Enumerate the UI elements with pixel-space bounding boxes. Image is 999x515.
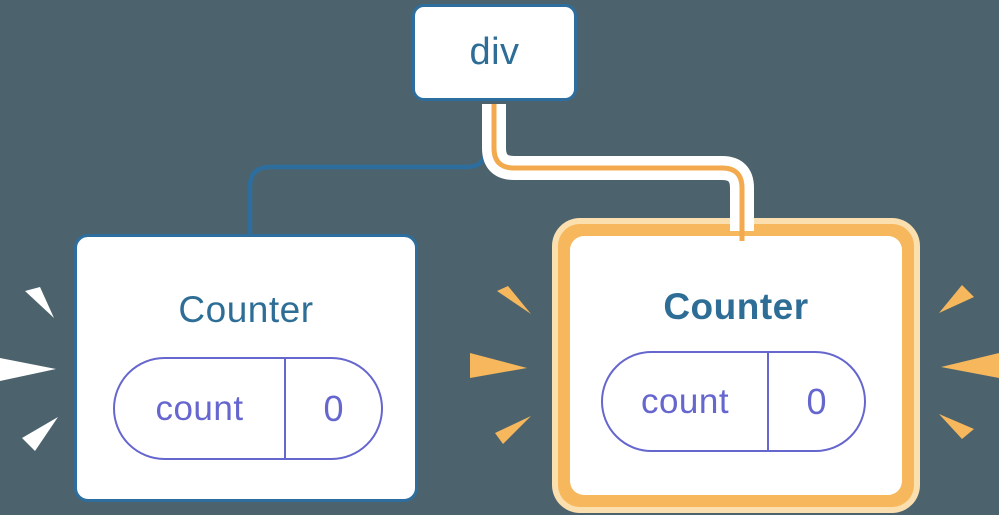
counter-card-left-title: Counter [178,289,314,330]
state-key: count [115,359,286,458]
state-pill-right: count 0 [601,351,866,452]
spark-icon [939,285,974,313]
state-key: count [603,353,769,450]
spark-icon [25,287,54,318]
spark-icon [497,286,531,314]
counter-card-right-halo: Counter count 0 [552,218,920,513]
edge-div-to-left-counter [247,104,489,234]
spark-icon [22,417,58,451]
state-pill-left: count 0 [113,357,383,460]
counter-card-left: Counter count 0 [74,234,418,502]
spark-icon [941,353,999,378]
spark-icon [470,353,527,378]
spark-icon [0,358,56,381]
tree-node-div: div [412,4,577,101]
tree-node-div-label: div [469,31,520,73]
edge-highlight-casing [482,104,754,231]
spark-icon [939,414,974,439]
state-value: 0 [323,387,344,429]
counter-card-right: Counter count 0 [570,236,902,495]
counter-card-right-title: Counter [663,286,809,327]
state-value: 0 [806,380,827,422]
counter-card-right-ring: Counter count 0 [558,224,914,507]
spark-icon [495,416,531,444]
